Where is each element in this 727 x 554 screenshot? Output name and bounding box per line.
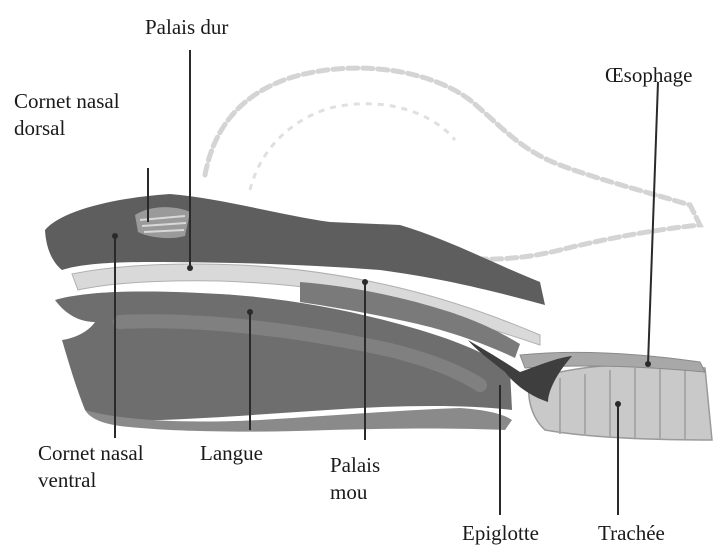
label-palais-mou: Palais mou [330,452,380,506]
label-epiglotte: Epiglotte [462,520,539,547]
label-palais-dur: Palais dur [145,14,228,41]
label-trachee: Trachée [598,520,665,547]
label-langue: Langue [200,440,263,467]
label-oesophage: Œsophage [605,62,693,89]
skull-inner-outline [250,104,455,190]
leader-lines [115,50,658,515]
leader-oesophage [648,82,658,364]
nasal-cavity [45,194,545,305]
label-cornet-nasal-dorsal: Cornet nasal dorsal [14,88,120,142]
label-cornet-nasal-ventral: Cornet nasal ventral [38,440,144,494]
